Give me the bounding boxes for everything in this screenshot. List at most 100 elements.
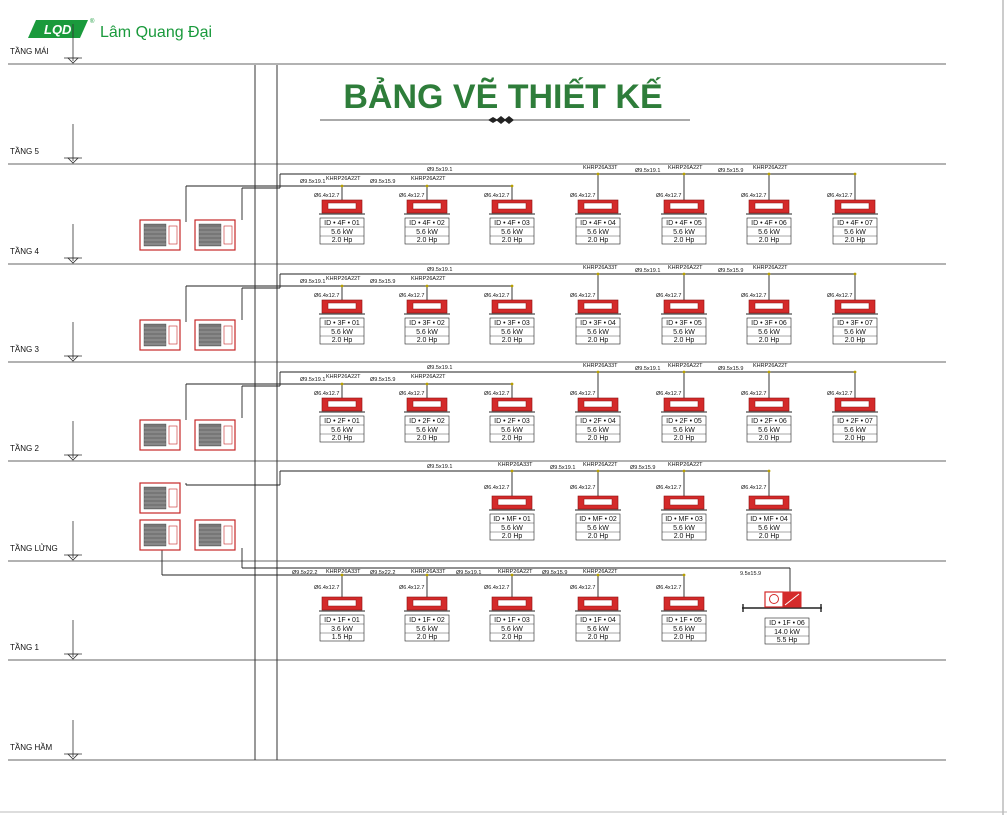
indoor-unit: ID • 2F • 025.6 kW2.0 Hp bbox=[404, 397, 450, 443]
joint-icon bbox=[340, 184, 344, 188]
branch-size-label: Ø6.4x12.7 bbox=[570, 293, 595, 299]
brand-name: Lâm Quang Đại bbox=[100, 24, 212, 41]
joint-model-label: KHRP26A22T bbox=[753, 363, 788, 369]
unit-capacity-hp: 2.0 Hp bbox=[588, 237, 609, 244]
joint-model-label: KHRP26A22T bbox=[668, 265, 703, 271]
indoor-unit-grille bbox=[669, 599, 699, 607]
outdoor-unit-fan-grille bbox=[198, 423, 222, 447]
unit-capacity-kw: 5.6 kW bbox=[416, 229, 438, 236]
pipe-size-label: Ø9.5x15.9 bbox=[718, 168, 743, 174]
indoor-unit: ID • 3F • 035.6 kW2.0 Hp bbox=[489, 299, 535, 345]
joint-icon bbox=[340, 284, 344, 288]
registered-icon: ® bbox=[90, 18, 95, 25]
indoor-unit-label-box bbox=[319, 415, 365, 443]
joint-icon bbox=[767, 370, 771, 374]
unit-capacity-kw: 5.6 kW bbox=[416, 427, 438, 434]
pipe-size-label: Ø9.5x15.9 bbox=[370, 179, 395, 185]
indoor-unit: ID • 4F • 065.6 kW2.0 Hp bbox=[746, 199, 792, 245]
branch-size-label: Ø6.4x12.7 bbox=[827, 391, 852, 397]
joint-icon bbox=[425, 284, 429, 288]
joint-model-label: KHRP26A33T bbox=[583, 265, 618, 271]
unit-capacity-hp: 2.0 Hp bbox=[502, 237, 523, 244]
unit-id: ID • 4F • 02 bbox=[409, 220, 445, 227]
logo-mark-text: LQD bbox=[44, 22, 72, 37]
indoor-unit-grille bbox=[327, 302, 357, 310]
outdoor-unit-fan-grille bbox=[198, 223, 222, 247]
branch-size-label: Ø6.4x12.7 bbox=[570, 391, 595, 397]
indoor-units: ID • 4F • 015.6 kW2.0 Hp ID • 4F • 02 5.6 … bbox=[319, 199, 878, 645]
indoor-unit-label-box bbox=[746, 217, 792, 245]
pipe-size-label: Ø9.5x19.1 bbox=[300, 377, 325, 383]
indoor-unit: ID • 3F • 045.6 kW2.0 Hp bbox=[575, 299, 621, 345]
indoor-unit-grille bbox=[669, 202, 699, 210]
indoor-unit: ID • 1F • 035.6 kW2.0 Hp bbox=[489, 596, 535, 642]
floor-label: TẦNG HẦM bbox=[10, 742, 53, 752]
joint-model-label: KHRP26A22T bbox=[411, 176, 446, 182]
indoor-unit-grille bbox=[840, 302, 870, 310]
indoor-unit-grille bbox=[412, 202, 442, 210]
unit-capacity-kw: 14.0 kW bbox=[774, 629, 800, 636]
branch-size-label: Ø6.4x12.7 bbox=[484, 193, 509, 199]
branch-size-label: Ø6.4x12.7 bbox=[399, 585, 424, 591]
unit-capacity-hp: 2.0 Hp bbox=[674, 237, 695, 244]
unit-capacity-kw: 5.6 kW bbox=[587, 229, 609, 236]
outdoor-unit bbox=[139, 219, 181, 251]
title-diamond-icon bbox=[496, 116, 506, 124]
branch-size-label: Ø6.4x12.7 bbox=[570, 193, 595, 199]
indoor-unit-grille bbox=[583, 202, 613, 210]
floor-label: TẦNG 2 bbox=[10, 443, 39, 453]
outdoor-unit-fan-grille bbox=[143, 523, 167, 547]
unit-id: ID • 2F • 03 bbox=[494, 418, 530, 425]
unit-id: ID • 1F • 06 bbox=[769, 620, 805, 627]
joint-model-label: KHRP26A22T bbox=[326, 374, 361, 380]
indoor-unit-label-box bbox=[319, 614, 365, 642]
pipe-size-label: Ø9.5x19.1 bbox=[635, 168, 660, 174]
indoor-unit: ID • 4F • 055.6 kW2.0 Hp bbox=[661, 199, 707, 245]
unit-capacity-hp: 2.0 Hp bbox=[502, 337, 523, 344]
indoor-unit: ID • 4F • 075.6 kW2.0 Hp bbox=[832, 199, 878, 245]
outdoor-unit bbox=[139, 319, 181, 351]
indoor-unit: ID • 3F • 055.6 kW2.0 Hp bbox=[661, 299, 707, 345]
unit-capacity-hp: 2.0 Hp bbox=[417, 435, 438, 442]
floor-label: TẦNG 3 bbox=[10, 344, 39, 354]
unit-capacity-hp: 2.0 Hp bbox=[674, 634, 695, 641]
indoor-unit-grille bbox=[754, 400, 784, 408]
unit-capacity-kw: 5.6 kW bbox=[758, 229, 780, 236]
indoor-unit: ID • MF • 015.6 kW2.0 Hp bbox=[489, 495, 535, 541]
unit-capacity-kw: 5.6 kW bbox=[331, 329, 353, 336]
pipe-size-label: Ø9.5x15.9 bbox=[370, 377, 395, 383]
indoor-unit-grille bbox=[497, 498, 527, 506]
indoor-unit: ID • 4F • 015.6 kW2.0 Hp bbox=[319, 199, 365, 245]
unit-capacity-kw: 5.6 kW bbox=[673, 626, 695, 633]
unit-id: ID • 4F • 06 bbox=[751, 220, 787, 227]
unit-id: ID • 3F • 07 bbox=[837, 320, 873, 327]
joint-model-label: KHRP26A33T bbox=[411, 569, 446, 575]
floor-label: TẦNG LỬNG bbox=[10, 543, 58, 553]
outdoor-unit bbox=[194, 519, 236, 551]
unit-capacity-hp: 2.0 Hp bbox=[588, 337, 609, 344]
indoor-unit-grille bbox=[669, 400, 699, 408]
indoor-unit-label-box bbox=[489, 614, 535, 642]
unit-capacity-hp: 2.0 Hp bbox=[845, 337, 866, 344]
unit-capacity-hp: 2.0 Hp bbox=[845, 237, 866, 244]
outdoor-unit-panel bbox=[223, 325, 233, 345]
unit-capacity-kw: 5.6 kW bbox=[587, 427, 609, 434]
unit-capacity-kw: 5.6 kW bbox=[331, 427, 353, 434]
indoor-unit-label-box bbox=[575, 317, 621, 345]
branch-size-label: Ø6.4x12.7 bbox=[484, 485, 509, 491]
indoor-unit-label-box bbox=[832, 415, 878, 443]
pipe-size-label: Ø9.5x19.1 bbox=[635, 366, 660, 372]
indoor-unit: ID • 3F • 015.6 kW2.0 Hp bbox=[319, 299, 365, 345]
joint-icon bbox=[682, 172, 686, 176]
indoor-unit-label-box bbox=[661, 317, 707, 345]
unit-capacity-hp: 2.0 Hp bbox=[332, 237, 353, 244]
unit-id: ID • 2F • 04 bbox=[580, 418, 616, 425]
indoor-unit: ID • 4F • 035.6 kW2.0 Hp bbox=[489, 199, 535, 245]
floor-label: TẦNG MÁI bbox=[10, 46, 49, 56]
indoor-unit: ID • 1F • 045.6 kW2.0 Hp bbox=[575, 596, 621, 642]
indoor-unit-grille bbox=[412, 599, 442, 607]
joint-icon bbox=[682, 370, 686, 374]
joint-icon bbox=[682, 469, 686, 473]
unit-capacity-hp: 2.0 Hp bbox=[674, 435, 695, 442]
joint-model-label: KHRP26A22T bbox=[668, 363, 703, 369]
